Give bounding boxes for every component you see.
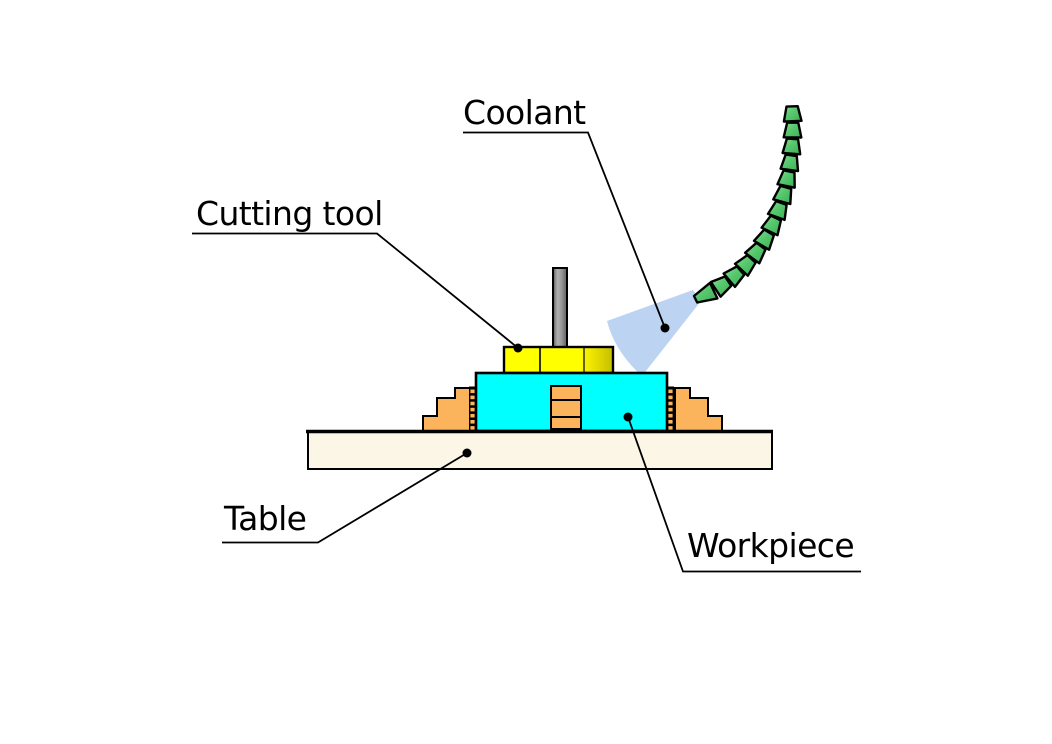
hose-segment <box>743 241 767 265</box>
coolant-hose <box>692 104 803 304</box>
leader-dot-cutting-tool <box>513 343 523 353</box>
hose-segment <box>709 275 733 298</box>
serration-tooth <box>668 389 673 394</box>
serration-tooth <box>668 413 673 418</box>
serration-tooth <box>668 395 673 400</box>
serration-tooth <box>668 401 673 406</box>
serration-tooth <box>470 413 475 418</box>
leader-dot-table <box>462 448 472 458</box>
hose-segment <box>781 137 802 156</box>
center-clamp-block <box>550 385 582 430</box>
leader-dot-workpiece <box>623 412 633 422</box>
label-coolant: Coolant <box>463 93 586 132</box>
leader-line-workpiece <box>627 416 861 573</box>
coolant-spray-cone <box>607 290 701 376</box>
leader-line-coolant <box>463 131 666 329</box>
step-block-left <box>422 387 471 433</box>
serration-tooth <box>470 407 475 412</box>
serration-tooth <box>470 395 475 400</box>
hose-segment <box>766 199 788 222</box>
hose-segment <box>779 153 800 173</box>
hose-nozzle <box>692 281 719 304</box>
serrated-jack-right <box>667 386 674 432</box>
serration-tooth <box>470 420 475 424</box>
hose-segment <box>776 169 796 189</box>
serrated-jack-left <box>469 386 476 432</box>
serration-tooth <box>668 407 673 412</box>
hose-segment <box>782 121 803 139</box>
serration-tooth <box>668 420 673 424</box>
hose-segment <box>733 253 757 277</box>
leader-dot-coolant <box>660 323 670 333</box>
serration-tooth <box>668 426 673 430</box>
leader-line-table <box>222 452 468 544</box>
hose-segment <box>722 265 746 289</box>
hose-segment <box>752 228 776 251</box>
hose-segment <box>782 104 803 123</box>
label-cutting-tool: Cutting tool <box>196 194 383 233</box>
spindle-shaft <box>552 267 568 349</box>
step-block-right <box>674 387 723 433</box>
serration-tooth <box>470 426 475 430</box>
label-workpiece: Workpiece <box>687 526 855 565</box>
serration-tooth <box>470 401 475 406</box>
serration-tooth <box>470 389 475 394</box>
machine-table <box>306 429 773 470</box>
label-table: Table <box>224 499 307 538</box>
hose-segment <box>760 214 783 237</box>
hose-segment <box>772 184 793 206</box>
leader-line-cutting-tool <box>192 232 519 349</box>
